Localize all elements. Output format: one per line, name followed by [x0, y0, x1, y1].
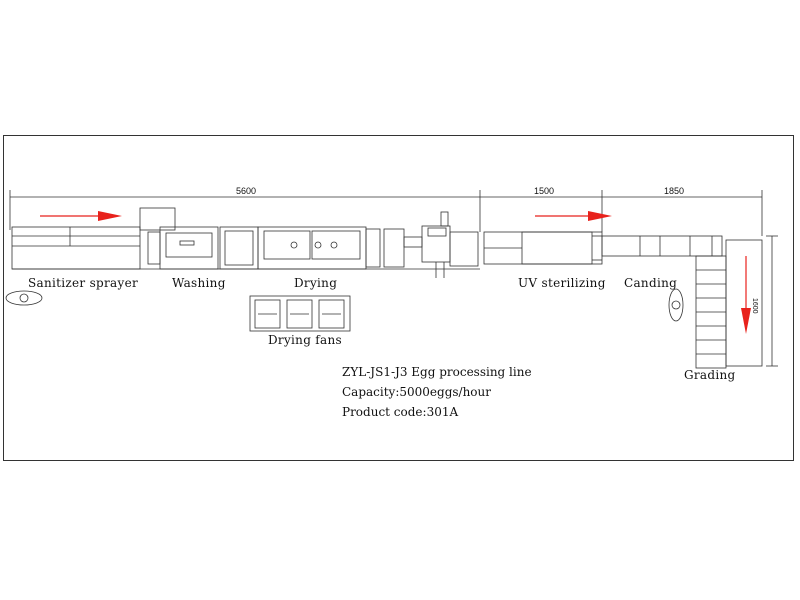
sanitizer-sprayer-unit — [11, 226, 141, 270]
label-drying: Drying — [294, 276, 338, 290]
dimension-label-5600: 5600 — [236, 186, 257, 196]
candling-unit — [601, 235, 723, 257]
operator-figure-left — [5, 290, 43, 306]
product-code-text: Product code:301A — [342, 405, 459, 419]
dimension-label-1600: 1600 — [751, 298, 758, 314]
flow-arrow-down-icon — [741, 308, 751, 334]
flow-arrow-icon — [588, 211, 612, 221]
drawing-frame — [3, 135, 794, 461]
label-sanitizer-sprayer: Sanitizer sprayer — [28, 276, 139, 290]
dimension-label-1850: 1850 — [664, 186, 685, 196]
diagram-title: ZYL-JS1-J3 Egg processing line — [342, 365, 532, 379]
flow-arrow-icon — [98, 211, 122, 221]
sprayer-tank — [139, 207, 176, 231]
operator-figure-right — [668, 288, 684, 322]
label-candling: Canding — [624, 276, 678, 290]
label-washing: Washing — [172, 276, 226, 290]
capacity-text: Capacity:5000eggs/hour — [342, 385, 491, 399]
drying-fans-unit — [249, 295, 351, 332]
label-uv-sterilizing: UV sterilizing — [518, 276, 606, 290]
label-drying-fans: Drying fans — [268, 333, 342, 347]
dimension-label-1500: 1500 — [534, 186, 555, 196]
label-grading: Grading — [684, 368, 736, 382]
